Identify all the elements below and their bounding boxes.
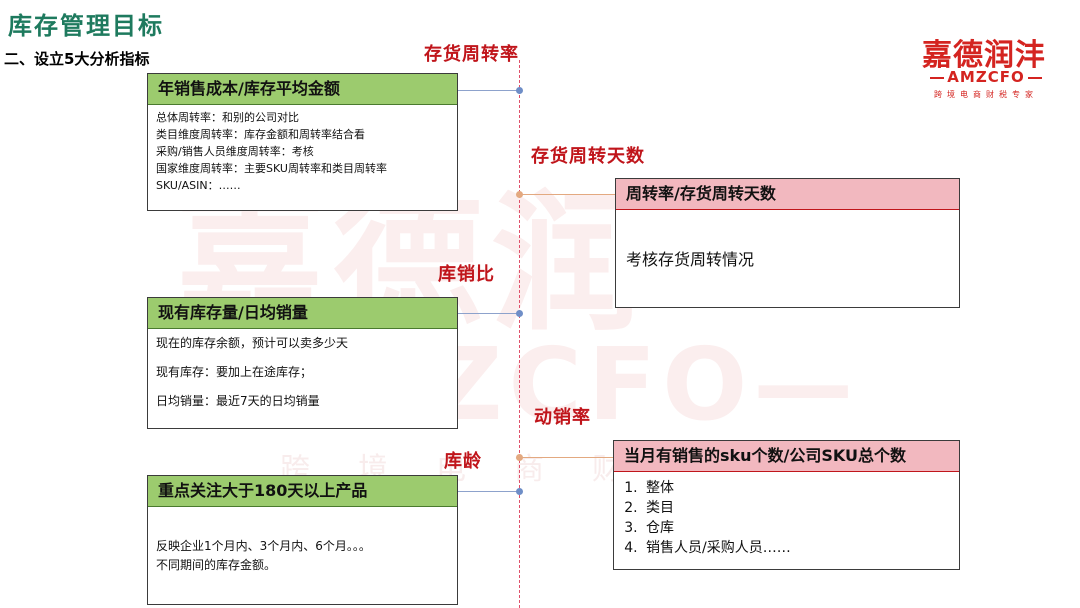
metric-stock-sales-ratio: 库销比 [438, 264, 495, 285]
card-header: 周转率/存货周转天数 [616, 179, 959, 210]
list-item: 仓库 [642, 518, 959, 538]
metric-turnover-days: 存货周转天数 [531, 146, 645, 167]
list-item: 类目 [642, 498, 959, 518]
card-body: 总体周转率：和别的公司对比 类目维度周转率：库存金额和周转率结合看 采购/销售人… [148, 105, 457, 198]
page-title: 库存管理目标 [8, 12, 164, 40]
card-list: 整体 类目 仓库 销售人员/采购人员…… [614, 472, 959, 558]
card-line: 现在的库存余额，预计可以卖多少天 [156, 336, 349, 350]
card-header: 现有库存量/日均销量 [148, 298, 457, 329]
metric-sell-through-rate: 动销率 [534, 407, 591, 428]
card-line: 反映企业1个月内、3个月内、6个月。。。 [156, 539, 371, 553]
connector-dot-inventory-age [516, 488, 523, 495]
card-line: 总体周转率：和别的公司对比 [156, 111, 299, 124]
brand-logo-sub-text: AMZCFO [947, 68, 1025, 86]
card-turnover-days: 周转率/存货周转天数 考核存货周转情况 [615, 178, 960, 308]
card-header: 当月有销售的sku个数/公司SKU总个数 [614, 441, 959, 472]
card-header: 年销售成本/库存平均金额 [148, 74, 457, 105]
card-stock-sales-ratio: 现有库存量/日均销量 现在的库存余额，预计可以卖多少天 现有库存：要加上在途库存… [147, 297, 458, 429]
connector-dot-stock-sales-ratio [516, 310, 523, 317]
connector-stock-sales-ratio [457, 313, 519, 314]
connector-inventory-age [457, 491, 519, 492]
watermark-logo-sub: ZCFO— [430, 326, 860, 443]
connector-dot-turnover-rate [516, 87, 523, 94]
brand-logo: 嘉德润沣 [922, 38, 1046, 73]
card-sell-through-rate: 当月有销售的sku个数/公司SKU总个数 整体 类目 仓库 销售人员/采购人员…… [613, 440, 960, 570]
card-line: 不同期间的库存金额。 [156, 558, 277, 572]
card-body: 反映企业1个月内、3个月内、6个月。。。 不同期间的库存金额。 [148, 507, 457, 579]
metric-turnover-rate: 存货周转率 [424, 44, 519, 65]
page-subtitle: 二、设立5大分析指标 [4, 50, 150, 68]
card-line: 国家维度周转率：主要SKU周转率和类目周转率 [156, 162, 387, 175]
connector-dot-turnover-days [516, 191, 523, 198]
card-line: 类目维度周转率：库存金额和周转率结合看 [156, 128, 365, 141]
card-line: 采购/销售人员维度周转率：考核 [156, 145, 314, 158]
list-item: 整体 [642, 478, 959, 498]
card-header: 重点关注大于180天以上产品 [148, 476, 457, 507]
card-line: 日均销量：最近7天的日均销量 [156, 394, 320, 408]
card-body: 现在的库存余额，预计可以卖多少天 现有库存：要加上在途库存； 日均销量：最近7天… [148, 329, 457, 420]
card-line: SKU/ASIN：…… [156, 179, 241, 192]
brand-tagline: 跨境电商财税专家 [934, 90, 1038, 99]
connector-sell-through-rate [519, 457, 614, 458]
list-item: 销售人员/采购人员…… [642, 538, 959, 558]
card-line: 现有库存：要加上在途库存； [156, 365, 313, 379]
connector-turnover-days [519, 194, 616, 195]
metric-inventory-age: 库龄 [444, 451, 482, 472]
card-body: 考核存货周转情况 [626, 250, 755, 269]
brand-logo-sub: AMZCFO [922, 68, 1050, 86]
center-axis-line [519, 60, 520, 608]
connector-turnover-rate [457, 90, 519, 91]
connector-dot-sell-through-rate [516, 454, 523, 461]
card-inventory-age: 重点关注大于180天以上产品 反映企业1个月内、3个月内、6个月。。。 不同期间… [147, 475, 458, 605]
card-turnover-rate: 年销售成本/库存平均金额 总体周转率：和别的公司对比 类目维度周转率：库存金额和… [147, 73, 458, 211]
